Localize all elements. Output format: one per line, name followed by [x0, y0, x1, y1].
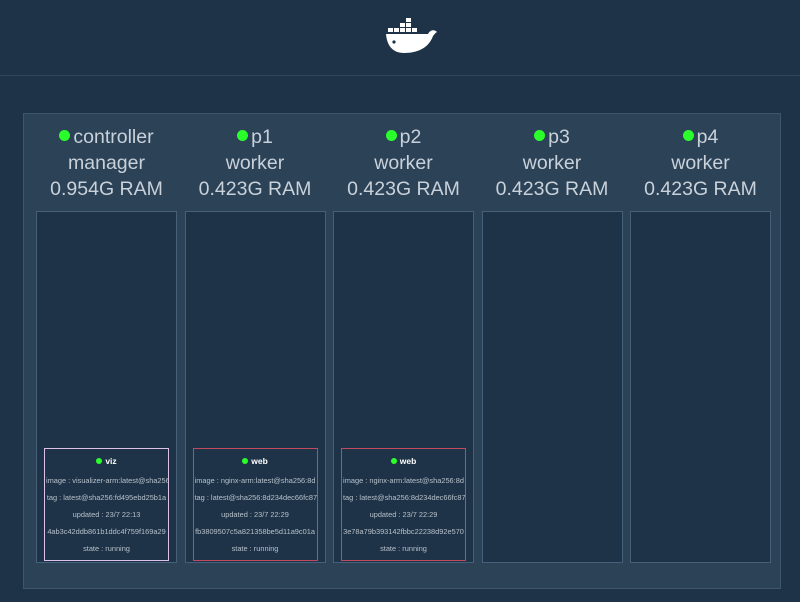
- node-header: controller manager 0.954G RAM: [30, 124, 183, 202]
- task-state: state : running: [380, 544, 427, 553]
- node-status-dot-icon: [682, 130, 694, 141]
- task-name: viz: [105, 456, 117, 466]
- task-card[interactable]: web image : nginx-arm:latest@sha256:8d t…: [192, 448, 318, 561]
- node-name: controller: [73, 126, 154, 148]
- node-name-line: controller: [30, 124, 183, 150]
- task-status-dot-icon: [390, 458, 397, 464]
- node-controller: controller manager 0.954G RAM viz image …: [36, 114, 177, 590]
- task-status-dot-icon: [242, 458, 249, 464]
- node-name-line: p4: [624, 124, 777, 150]
- node-task-area: web image : nginx-arm:latest@sha256:8d t…: [184, 211, 326, 563]
- node-task-area: [630, 211, 771, 563]
- node-p2: p2 worker 0.423G RAM web image : nginx-a…: [333, 114, 474, 590]
- task-image: image : nginx-arm:latest@sha256:8d: [343, 476, 464, 485]
- node-role: worker: [522, 152, 582, 174]
- task-status-dot-icon: [96, 458, 103, 464]
- cluster-panel: controller manager 0.954G RAM viz image …: [23, 113, 781, 589]
- node-name: p2: [399, 126, 422, 148]
- node-role: worker: [225, 152, 285, 174]
- task-id: fb3809507c5a821358be5d11a9c01a: [195, 527, 315, 536]
- task-image: image : visualizer-arm:latest@sha256: [46, 476, 168, 485]
- task-title: web: [194, 456, 317, 467]
- node-status-dot-icon: [237, 130, 249, 141]
- task-tag: tag : latest@sha256:fd495ebd25b1a: [46, 493, 167, 502]
- node-name-line: p3: [476, 124, 629, 150]
- node-status-dot-icon: [385, 130, 397, 141]
- node-role: worker: [671, 152, 730, 174]
- node-name: p4: [696, 126, 719, 148]
- node-status-dot-icon: [59, 130, 71, 141]
- node-task-area: web image : nginx-arm:latest@sha256:8d t…: [333, 211, 474, 563]
- node-p1: p1 worker 0.423G RAM web image : nginx-a…: [184, 114, 326, 590]
- node-role: manager: [68, 152, 145, 174]
- task-updated: updated : 23/7 22:29: [369, 510, 438, 519]
- task-card[interactable]: web image : nginx-arm:latest@sha256:8d t…: [341, 448, 466, 561]
- node-header: p2 worker 0.423G RAM: [327, 124, 480, 202]
- top-bar: [0, 0, 800, 76]
- node-name-line: p2: [327, 124, 480, 150]
- node-header: p1 worker 0.423G RAM: [179, 124, 332, 202]
- task-title: web: [342, 456, 465, 467]
- node-header: p3 worker 0.423G RAM: [476, 124, 629, 202]
- node-task-area: [481, 211, 623, 563]
- task-state: state : running: [231, 544, 279, 553]
- docker-whale-icon[interactable]: [384, 16, 440, 56]
- task-image: image : nginx-arm:latest@sha256:8d: [194, 476, 316, 485]
- node-ram: 0.423G RAM: [644, 178, 757, 200]
- node-ram: 0.423G RAM: [198, 178, 312, 200]
- node-role: worker: [374, 152, 433, 174]
- task-name: web: [399, 456, 417, 466]
- node-ram: 0.954G RAM: [50, 178, 163, 200]
- task-tag: tag : latest@sha256:8d234dec66fc87: [343, 493, 465, 502]
- task-id: 3e78a79b393142fbbc22238d92e570: [343, 527, 464, 536]
- node-ram: 0.423G RAM: [495, 178, 609, 200]
- node-name: p3: [548, 126, 570, 148]
- task-name: web: [251, 456, 268, 466]
- node-name: p1: [251, 126, 273, 148]
- task-id: 4ab3c42ddb861b1ddc4f759f169a29: [47, 527, 166, 536]
- node-p4: p4 worker 0.423G RAM: [630, 114, 771, 590]
- task-updated: updated : 23/7 22:13: [72, 510, 141, 519]
- node-header: p4 worker 0.423G RAM: [624, 124, 777, 202]
- task-tag: tag : latest@sha256:8d234dec66fc87: [194, 493, 317, 502]
- node-status-dot-icon: [534, 130, 546, 141]
- node-task-area: viz image : visualizer-arm:latest@sha256…: [36, 211, 177, 563]
- task-card[interactable]: viz image : visualizer-arm:latest@sha256…: [44, 448, 169, 561]
- task-updated: updated : 23/7 22:29: [221, 510, 289, 519]
- task-state: state : running: [83, 544, 130, 553]
- task-title: viz: [45, 456, 168, 467]
- node-ram: 0.423G RAM: [347, 178, 460, 200]
- node-p3: p3 worker 0.423G RAM: [481, 114, 623, 590]
- node-name-line: p1: [179, 124, 332, 150]
